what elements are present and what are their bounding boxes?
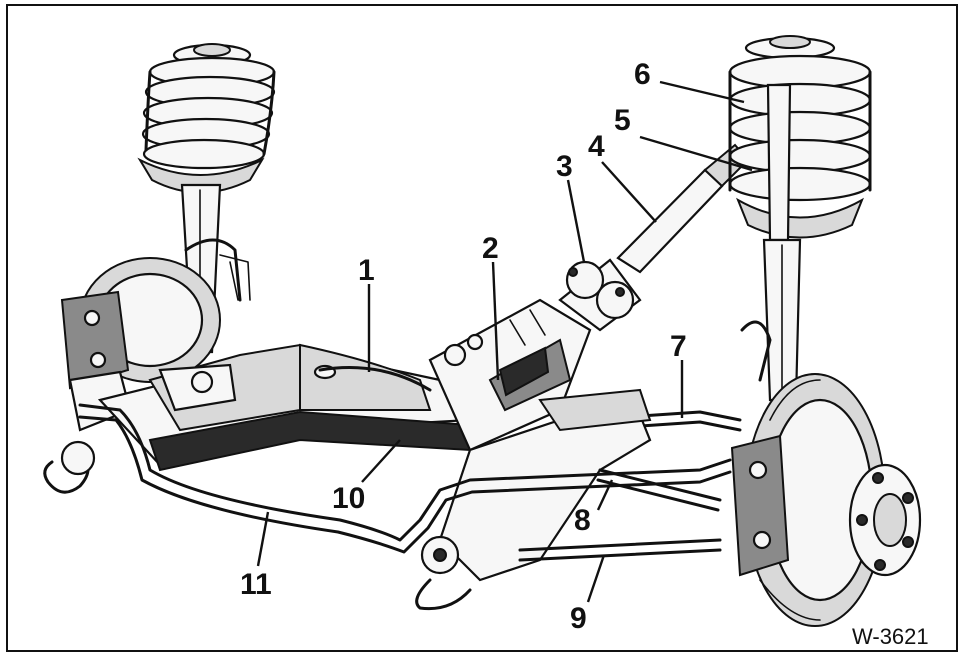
figure-code: W-3621 bbox=[852, 624, 929, 649]
callout-7: 7 bbox=[670, 330, 687, 363]
radius-rod bbox=[518, 468, 722, 562]
callout-6: 6 bbox=[634, 58, 651, 91]
front-crossmember bbox=[97, 343, 473, 472]
callout-9: 9 bbox=[570, 602, 587, 635]
callout-2: 2 bbox=[482, 232, 499, 265]
right-coil-spring bbox=[728, 54, 872, 202]
callout-3: 3 bbox=[556, 150, 573, 183]
steering-shaft bbox=[558, 143, 750, 332]
right-control-arm bbox=[415, 388, 652, 611]
left-strut-assembly bbox=[43, 43, 276, 494]
callout-8: 8 bbox=[574, 504, 591, 537]
callout-1: 1 bbox=[358, 254, 375, 287]
callout-10: 10 bbox=[332, 482, 365, 515]
left-coil-spring bbox=[141, 56, 276, 170]
callout-4: 4 bbox=[588, 130, 605, 163]
leader-lines bbox=[256, 80, 753, 603]
stabilizer-bar bbox=[78, 403, 732, 554]
callout-11: 11 bbox=[240, 568, 272, 601]
right-strut-assembly bbox=[728, 35, 922, 627]
callout-5: 5 bbox=[614, 104, 631, 137]
